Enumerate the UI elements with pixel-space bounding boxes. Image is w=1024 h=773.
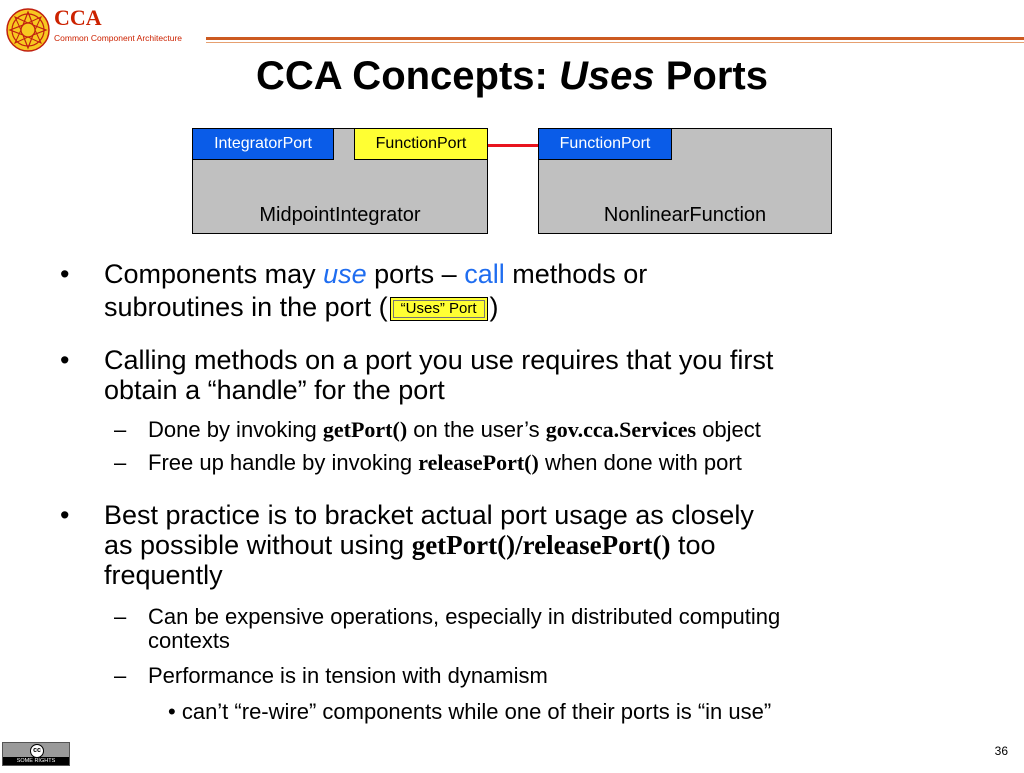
- license-text: SOME RIGHTS RESERVED: [3, 757, 69, 772]
- function-port-uses: FunctionPort: [354, 128, 488, 160]
- header-rule-thin: [206, 42, 1024, 43]
- integrator-port-provides: IntegratorPort: [192, 128, 334, 160]
- sub-sub-bullet-rewire: • can’t “re-wire” components while one o…: [168, 699, 772, 724]
- slide-title: CCA Concepts: Uses Ports: [256, 54, 768, 98]
- brand-subtitle: Common Component Architecture: [54, 33, 183, 43]
- creative-commons-badge: cc SOME RIGHTS RESERVED: [2, 742, 70, 772]
- port-connection-wire: [488, 144, 538, 147]
- function-port-provides: FunctionPort: [538, 128, 672, 160]
- brand-name: CCA: [54, 5, 102, 30]
- component-label: NonlinearFunction: [603, 204, 767, 226]
- uses-port-badge: “Uses” Port: [389, 296, 488, 321]
- cca-logo-icon: [6, 8, 50, 52]
- page-number: 36: [994, 744, 1008, 758]
- component-label: MidpointIntegrator: [259, 204, 421, 226]
- cc-icon: cc: [30, 744, 44, 758]
- header-rule: [206, 37, 1024, 40]
